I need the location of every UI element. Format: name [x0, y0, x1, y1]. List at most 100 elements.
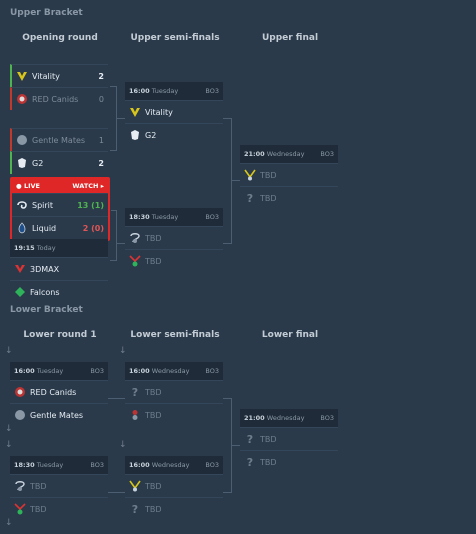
team-name: Vitality: [32, 71, 60, 81]
question-icon: ?: [246, 455, 254, 469]
team-row[interactable]: TBD: [10, 497, 108, 520]
team-row[interactable]: G2: [125, 123, 223, 146]
team-row[interactable]: TBD: [125, 403, 223, 426]
team-row[interactable]: TBD: [125, 226, 223, 249]
watch-button[interactable]: WATCH ▸: [72, 182, 104, 190]
match-time: 18:30: [14, 461, 35, 469]
team-name: TBD: [145, 256, 162, 266]
match-day: Tuesday: [36, 461, 64, 469]
red-canids-logo-icon: [15, 387, 25, 397]
round-title-lower-semis: Lower semi-finals: [130, 330, 220, 340]
split-logo-icon: [129, 255, 141, 267]
match-day: Tuesday: [151, 213, 179, 221]
match-header: 21:00 Wednesday BO3: [240, 409, 338, 427]
team-row[interactable]: ? TBD: [240, 450, 338, 473]
team-name: Falcons: [30, 287, 60, 297]
round-title-lower-final: Lower final: [261, 330, 319, 340]
team-row[interactable]: G2 2: [10, 151, 108, 174]
team-name: TBD: [260, 170, 277, 180]
match-time: 21:00: [244, 414, 265, 422]
team-row[interactable]: TBD: [125, 249, 223, 272]
team-row[interactable]: ? TBD: [125, 497, 223, 520]
team-row[interactable]: TBD: [10, 474, 108, 497]
match-time: 16:00: [129, 367, 150, 375]
round-title-upper-final: Upper final: [261, 33, 319, 43]
team-row[interactable]: Spirit 13 (1): [12, 193, 108, 216]
match-format: BO3: [205, 367, 219, 375]
team-score: 0: [98, 94, 104, 104]
question-icon: ?: [246, 191, 254, 205]
team-row[interactable]: TBD: [240, 163, 338, 186]
live-badge: ● LIVE: [16, 182, 40, 190]
g2-logo-icon: [131, 130, 139, 140]
match-format: BO3: [205, 87, 219, 95]
gentle-mates-logo-icon: [15, 410, 25, 420]
live-header[interactable]: ● LIVE WATCH ▸: [12, 179, 108, 193]
vitality-logo-icon: [17, 72, 27, 81]
question-icon: ?: [246, 432, 254, 446]
question-icon: ?: [131, 385, 139, 399]
team-row[interactable]: Gentle Mates 1: [10, 128, 108, 151]
team-score: 1: [98, 135, 104, 145]
connector: [116, 210, 117, 261]
team-name: G2: [32, 158, 44, 168]
match-day: Tuesday: [151, 87, 179, 95]
team-row[interactable]: ? TBD: [240, 186, 338, 209]
team-row[interactable]: Falcons: [10, 280, 108, 303]
match-header: 16:00 Wednesday BO3: [125, 456, 223, 474]
upper-bracket-title: Upper Bracket: [10, 8, 83, 18]
drop-arrow-icon: ↓: [119, 440, 127, 450]
team-name: G2: [145, 130, 157, 140]
round-title-opening: Opening round: [22, 33, 98, 43]
match-card-lower-r1-1[interactable]: 16:00 Tuesday BO3 RED Canids Gentle Mate…: [10, 362, 108, 426]
match-card-opening-4[interactable]: 19:15 Today 3DMAX Falcons: [10, 239, 108, 303]
connector: [223, 243, 231, 244]
match-day: Wednesday: [151, 367, 190, 375]
team-row[interactable]: 3DMAX: [10, 257, 108, 280]
team-name: Gentle Mates: [30, 410, 84, 420]
team-row[interactable]: Liquid 2 (0): [12, 216, 108, 239]
g2-logo-icon: [18, 158, 26, 168]
match-card-live[interactable]: ● LIVE WATCH ▸ Spirit 13 (1) Liquid 2 (0…: [10, 177, 110, 241]
connector: [231, 445, 240, 446]
split-logo-icon: [129, 480, 141, 492]
match-card-upper-semi-1[interactable]: 16:00 Tuesday BO3 Vitality G2: [125, 82, 223, 146]
drop-arrow-icon: ↓: [5, 346, 13, 356]
team-name: RED Canids: [32, 94, 79, 104]
vitality-logo-icon: [130, 108, 140, 117]
team-name: 3DMAX: [30, 264, 60, 274]
match-header: 18:30 Tuesday BO3: [125, 208, 223, 226]
match-time: 16:00: [129, 461, 150, 469]
liquid-logo-icon: [18, 222, 26, 234]
falcons-logo-icon: [15, 287, 25, 297]
match-day: Wednesday: [151, 461, 190, 469]
match-card-lower-final[interactable]: 21:00 Wednesday BO3 ? TBD ? TBD: [240, 409, 338, 473]
match-time: 16:00: [129, 87, 150, 95]
team-row[interactable]: ? TBD: [125, 380, 223, 403]
gentle-mates-logo-icon: [17, 135, 27, 145]
drop-arrow-icon: ↓: [5, 440, 13, 450]
team-name: Spirit: [32, 200, 54, 210]
match-card-lower-semi-2[interactable]: 16:00 Wednesday BO3 TBD ? TBD: [125, 456, 223, 520]
team-name: TBD: [145, 233, 162, 243]
team-row[interactable]: Vitality: [125, 100, 223, 123]
team-row[interactable]: ? TBD: [240, 427, 338, 450]
match-card-opening-2[interactable]: Gentle Mates 1 G2 2: [10, 128, 108, 174]
match-format: BO3: [205, 461, 219, 469]
match-format: BO3: [90, 461, 104, 469]
match-card-opening-1[interactable]: Vitality 2 RED Canids 0: [10, 64, 108, 110]
team-row[interactable]: RED Canids 0: [10, 87, 108, 110]
team-row[interactable]: RED Canids: [10, 380, 108, 403]
match-header: 16:00 Tuesday BO3: [10, 362, 108, 380]
team-row[interactable]: Gentle Mates: [10, 403, 108, 426]
team-name: TBD: [30, 481, 47, 491]
match-header: 18:30 Tuesday BO3: [10, 456, 108, 474]
match-card-upper-semi-2[interactable]: 18:30 Tuesday BO3 TBD TBD: [125, 208, 223, 272]
team-row[interactable]: TBD: [125, 474, 223, 497]
match-card-lower-semi-1[interactable]: 16:00 Wednesday BO3 ? TBD TBD: [125, 362, 223, 426]
drop-arrow-icon: ↓: [5, 518, 13, 528]
match-card-upper-final[interactable]: 21:00 Wednesday BO3 TBD ? TBD: [240, 145, 338, 209]
match-card-lower-r1-2[interactable]: 18:30 Tuesday BO3 TBD TBD: [10, 456, 108, 520]
team-name: TBD: [145, 504, 162, 514]
team-row[interactable]: Vitality 2: [10, 64, 108, 87]
